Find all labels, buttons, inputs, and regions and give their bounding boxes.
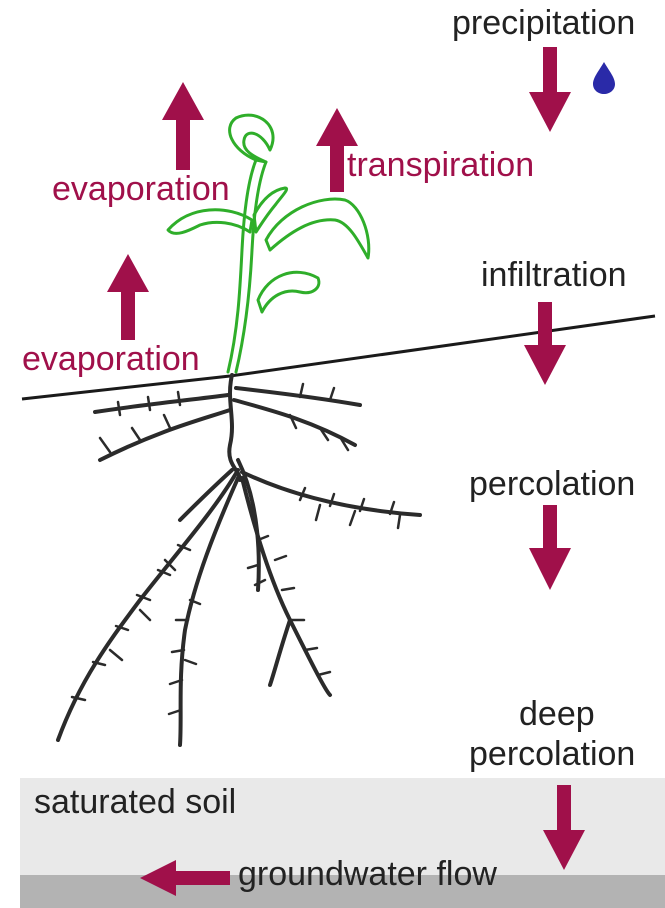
percolation-arrow	[529, 505, 571, 590]
evaporation-upper-label: evaporation	[52, 170, 230, 208]
evaporation-upper-arrow	[162, 82, 204, 170]
deep-percolation-label-line2: percolation	[469, 735, 635, 773]
precipitation-label: precipitation	[452, 4, 635, 42]
raindrop-icon	[593, 62, 615, 94]
infiltration-arrow	[524, 302, 566, 385]
groundwater-flow-label: groundwater flow	[238, 855, 497, 893]
percolation-label: percolation	[469, 465, 635, 503]
deep-percolation-label-line1: deep	[519, 695, 595, 733]
transpiration-label: transpiration	[347, 146, 534, 184]
plant-roots	[58, 375, 420, 745]
infiltration-label: infiltration	[481, 256, 627, 294]
evaporation-lower-arrow	[107, 254, 149, 340]
saturated-soil-label: saturated soil	[34, 783, 236, 821]
evaporation-lower-label: evaporation	[22, 340, 200, 378]
precipitation-arrow	[529, 47, 571, 132]
